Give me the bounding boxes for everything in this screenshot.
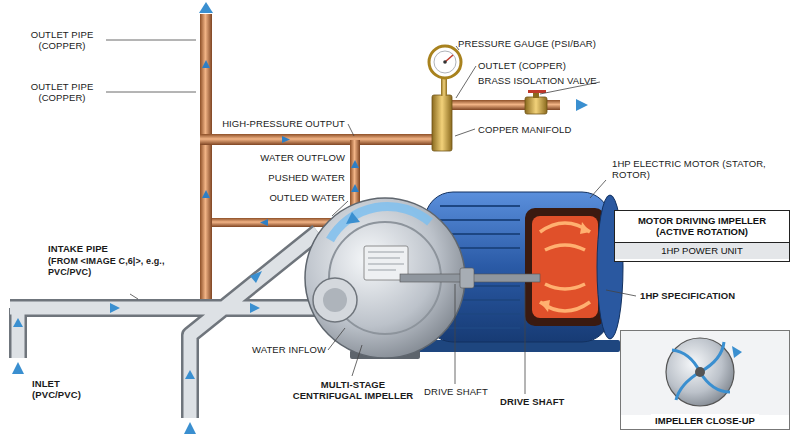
brass-manifold [443,60,447,64]
intake-pipes [10,232,318,418]
intake-pipes [184,422,196,434]
drive-shaft [460,268,474,288]
part-label: PRESSURE GAUGE (PSI/BAR) [458,38,596,49]
part-label: INLET (PVC/PVC) [32,378,94,401]
intake-pipes [250,303,260,313]
flow-arrows [351,160,359,168]
flow-arrows [351,184,359,192]
intake-pipes [250,271,262,283]
flow-label: PUSHED WATER [268,172,345,183]
callout-box: MOTOR DRIVING IMPELLER (ACTIVE ROTATION)… [614,210,790,262]
brass-manifold [528,90,546,93]
pump-volute [323,288,347,312]
leader-lines [106,40,636,394]
copper-pipes [200,14,212,304]
pump-volute [346,212,360,224]
closeup-inset: IMPELLER CLOSE-UP [620,330,790,430]
part-label: MULTI-STAGE CENTRIFUGAL IMPELLER [288,379,418,402]
leader-lines [106,92,196,93]
flow-arrows [282,136,290,143]
part-label: OUTLET PIPE (COPPER) [16,29,108,52]
copper-pipes [212,218,332,227]
intake-pipes [110,303,120,313]
part-label: DRIVE SHAFT [500,396,564,407]
intake-pipes [10,232,318,418]
part-label: OUTLET PIPE (COPPER) [16,81,108,104]
electric-motor [540,223,590,311]
inset-caption: IMPELLER CLOSE-UP [651,414,759,429]
leader-lines [328,328,345,350]
pump-volute [368,252,404,270]
leader-lines [106,40,196,41]
intake-pipes [13,318,23,327]
leader-lines [130,294,138,299]
flow-label: HIGH-PRESSURE OUTPUT [222,118,345,129]
flow-arrows [202,60,210,68]
part-label: INTAKE PIPE [48,243,108,254]
brass-manifold [429,46,461,78]
leader-lines [525,284,526,394]
intake-pipes [12,362,24,374]
pump-volute [330,206,430,240]
part-label: OUTLET (COPPER) [478,60,566,71]
impeller-closeup-art [621,331,789,415]
part-label: 1HP SPECIFICATION [640,290,735,301]
part-label: COPPER MANIFOLD [478,124,571,135]
pump-volute [313,278,357,322]
copper-pipes [350,140,360,212]
flow-arrows [576,99,588,111]
flow-label: WATER OUTFLOW [260,152,345,163]
box-subheading: 1HP POWER UNIT [615,242,789,259]
part-label: 1HP ELECTRIC MOTOR (STATOR, ROTOR) [612,158,790,181]
leader-lines [590,180,606,198]
leader-lines [455,129,475,136]
electric-motor [540,300,550,312]
leader-lines [348,124,354,136]
flow-arrows [260,219,268,226]
impeller-closeup-art [695,367,705,377]
electric-motor [580,222,590,234]
electric-motor [532,216,598,318]
leader-lines [332,201,348,216]
part-label: BRASS ISOLATION VALVE [478,75,597,86]
intake-pipes [10,232,318,434]
brass-manifold [432,95,452,151]
part-note: (FROM <IMAGE C,6|>, e.g., PVC/PVC) [48,256,193,278]
flow-arrows [202,190,210,198]
leader-lines [352,345,362,376]
box-heading: MOTOR DRIVING IMPELLER (ACTIVE ROTATION) [615,211,789,242]
leader-lines [606,290,636,296]
impeller-closeup-art [672,342,730,400]
leader-lines [455,284,456,384]
flow-arrows [199,2,213,13]
flow-label: OUTLED WATER [269,192,345,203]
copper-pipes [200,134,440,145]
intake-pipes [185,370,195,379]
brass-manifold [441,78,447,96]
leader-lines [456,66,476,98]
drive-shaft [400,268,540,288]
impeller-closeup-art [666,338,734,406]
impeller-closeup-art [732,346,742,358]
brass-manifold [434,51,456,73]
flow-label: WATER INFLOW [252,344,326,355]
brass-manifold [525,97,547,114]
impeller-closeup-art [621,331,789,415]
electric-motor [525,208,605,326]
part-label: DRIVE SHAFT [424,386,488,397]
